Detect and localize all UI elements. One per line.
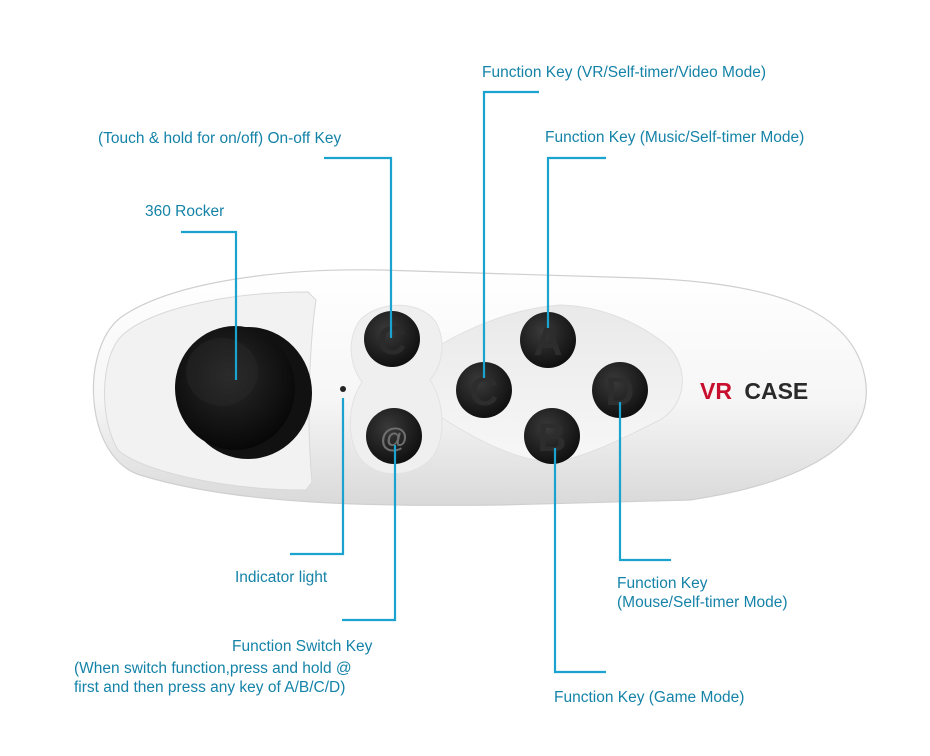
label-function-key-mouse-1: Function Key <box>617 575 708 592</box>
leader-lines <box>181 90 671 674</box>
label-indicator: Indicator light <box>235 569 328 586</box>
rocker-highlight <box>186 338 258 406</box>
rocker-cap <box>175 326 295 450</box>
indicator-light <box>340 386 346 392</box>
brand-logo: VR CASE <box>700 378 808 404</box>
leader-onoff-key <box>324 156 393 338</box>
button-pad-area <box>424 304 683 463</box>
leader-function-key-music <box>546 156 606 328</box>
key-a[interactable]: A <box>520 312 576 368</box>
label-switch-key-title: Function Switch Key <box>232 638 373 655</box>
brand-vr: VR <box>700 378 732 404</box>
label-switch-key-note-1: (When switch function,press and hold @ <box>74 660 352 677</box>
leader-indicator <box>290 398 345 556</box>
leader-mouse-key <box>618 402 671 562</box>
leader-game-key <box>553 448 606 674</box>
onoff-key[interactable]: C <box>364 311 420 367</box>
label-function-key-music: Function Key (Music/Self-timer Mode) <box>545 129 805 146</box>
rocker[interactable] <box>175 326 312 459</box>
leader-rocker <box>181 230 238 380</box>
switch-key[interactable]: @ <box>366 408 422 464</box>
key-b-glyph: B <box>538 416 567 460</box>
label-rocker: 360 Rocker <box>145 203 225 220</box>
label-function-key-mouse-2: (Mouse/Self-timer Mode) <box>617 594 788 611</box>
leader-switch-key <box>342 445 397 622</box>
label-switch-key-note-2: first and then press any key of A/B/C/D) <box>74 679 346 696</box>
label-function-key-game: Function Key (Game Mode) <box>554 689 745 706</box>
label-onoff-key: (Touch & hold for on/off) On-off Key <box>98 130 342 147</box>
label-function-key-vr: Function Key (VR/Self-timer/Video Mode) <box>482 64 766 81</box>
brand-case: CASE <box>744 378 808 404</box>
key-b[interactable]: B <box>524 408 580 464</box>
leader-function-key-vr <box>482 90 539 378</box>
